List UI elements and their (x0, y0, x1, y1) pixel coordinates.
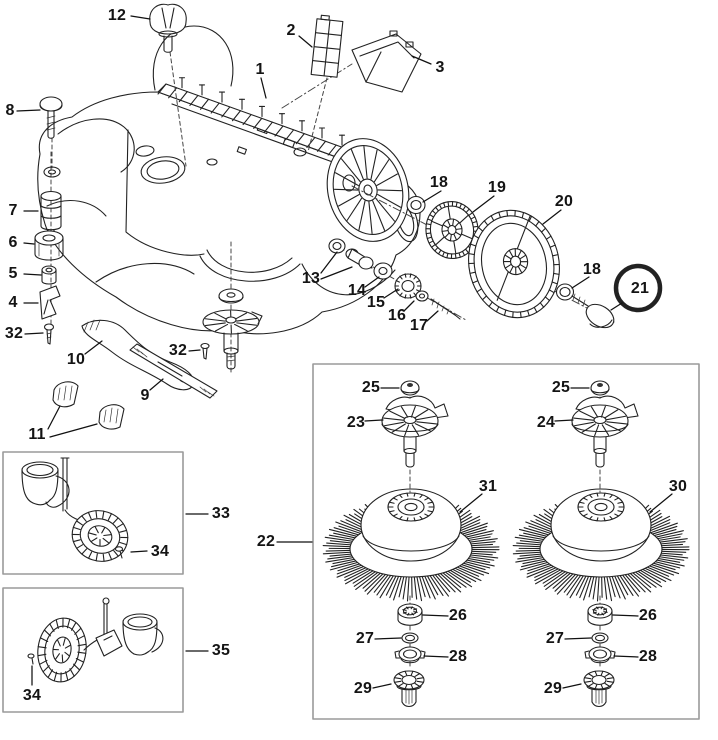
part-label-18-right[interactable]: 18 (582, 261, 602, 278)
brush-30-hub-teeth (577, 492, 625, 522)
part-label-5[interactable]: 5 (8, 265, 18, 282)
selected-part-highlight (613, 263, 663, 313)
under-deck-impeller (202, 288, 263, 370)
part-label-25-right[interactable]: 25 (551, 379, 571, 396)
spindle-23-assembly (381, 380, 449, 493)
part-label-32-left[interactable]: 32 (4, 325, 24, 342)
part-label-26-right[interactable]: 26 (638, 607, 658, 624)
part-label-8[interactable]: 8 (5, 102, 15, 119)
part-label-15[interactable]: 15 (366, 294, 386, 311)
part-label-33[interactable]: 33 (211, 505, 231, 522)
part-32-screw-left (43, 323, 55, 345)
plug-29-left-teeth (393, 670, 425, 690)
part-label-28-left[interactable]: 28 (448, 648, 468, 665)
part-label-7[interactable]: 7 (8, 202, 18, 219)
part-label-2[interactable]: 2 (286, 22, 296, 39)
deck-spoked-wheel (326, 138, 410, 242)
part-label-30[interactable]: 30 (668, 478, 688, 495)
part-label-6[interactable]: 6 (8, 234, 18, 251)
part-label-29-right[interactable]: 29 (543, 680, 563, 697)
part-20-wheel (468, 209, 560, 319)
accessory-box-35 (2, 587, 184, 713)
part-label-19[interactable]: 19 (487, 179, 507, 196)
part-21-bolt (571, 293, 615, 329)
plug-29-right-teeth (583, 670, 615, 690)
part-label-16[interactable]: 16 (387, 307, 407, 324)
part-label-17[interactable]: 17 (409, 317, 429, 334)
spindle-24-assembly (571, 380, 639, 493)
part-label-11[interactable]: 11 (28, 426, 46, 443)
accessory-box-33 (2, 451, 184, 575)
part-label-12[interactable]: 12 (107, 7, 127, 24)
part-label-26-left[interactable]: 26 (448, 607, 468, 624)
part-label-14[interactable]: 14 (347, 282, 367, 299)
part-label-10[interactable]: 10 (66, 351, 86, 368)
kit-33-illustration (21, 457, 129, 562)
part-5-nut (41, 265, 57, 285)
part-6-hub (34, 230, 64, 261)
kit-33-wheel (71, 510, 129, 562)
part-7-sleeve (40, 190, 62, 237)
part-label-1[interactable]: 1 (255, 61, 265, 78)
part-label-13[interactable]: 13 (301, 270, 321, 287)
part-19-gear (425, 200, 479, 260)
part-label-29-left[interactable]: 29 (353, 680, 373, 697)
part-label-31[interactable]: 31 (478, 478, 498, 495)
part-9-rail (129, 343, 218, 399)
impeller-23-blades (382, 405, 438, 437)
axle-parts-13-17 (328, 238, 461, 320)
part-label-21[interactable]: 21 (630, 280, 650, 297)
part-label-34-box35[interactable]: 34 (22, 687, 42, 704)
part-label-18-left[interactable]: 18 (429, 174, 449, 191)
part-18-washer-right (555, 283, 575, 301)
part-label-20[interactable]: 20 (554, 193, 574, 210)
part-label-23[interactable]: 23 (346, 414, 366, 431)
part-label-28-right[interactable]: 28 (638, 648, 658, 665)
part-label-22[interactable]: 22 (256, 533, 276, 550)
part-32-screw-center (200, 342, 210, 360)
mower-deck-illustration (37, 25, 421, 335)
leader-lines (16, 15, 673, 689)
part-12-knob (149, 3, 187, 53)
kit-35-wheel (37, 617, 87, 683)
part-label-3[interactable]: 3 (435, 59, 445, 76)
nut-26-right-ribs (592, 606, 608, 616)
kit-35-illustration (27, 597, 164, 686)
part-8-bolt (39, 96, 63, 178)
nut-26-left-ribs (402, 606, 418, 616)
part-label-35[interactable]: 35 (211, 642, 231, 659)
brush-disc-30-dome (539, 488, 663, 578)
part-label-27-left[interactable]: 27 (355, 630, 375, 647)
part-label-25-left[interactable]: 25 (361, 379, 381, 396)
part-label-32-center[interactable]: 32 (168, 342, 188, 359)
part-2-grid (310, 14, 344, 78)
part-label-4[interactable]: 4 (8, 294, 18, 311)
part-11-clips (47, 381, 125, 438)
part-label-27-right[interactable]: 27 (545, 630, 565, 647)
part-label-9[interactable]: 9 (140, 387, 150, 404)
part-17-screw (430, 298, 461, 320)
part-label-24[interactable]: 24 (536, 414, 556, 431)
part-3-deflector (351, 30, 422, 93)
brush-disc-31-dome (349, 488, 473, 578)
part-18-washer-left (406, 195, 426, 215)
impeller-24-blades (572, 405, 628, 437)
brush-31-hub-teeth (387, 492, 435, 522)
part-label-34-box33[interactable]: 34 (150, 543, 170, 560)
brush-kit-box-22 (312, 363, 700, 720)
hardware-stack-left (393, 595, 426, 708)
part-4-bracket (39, 285, 61, 320)
hardware-stack-right (583, 595, 616, 708)
